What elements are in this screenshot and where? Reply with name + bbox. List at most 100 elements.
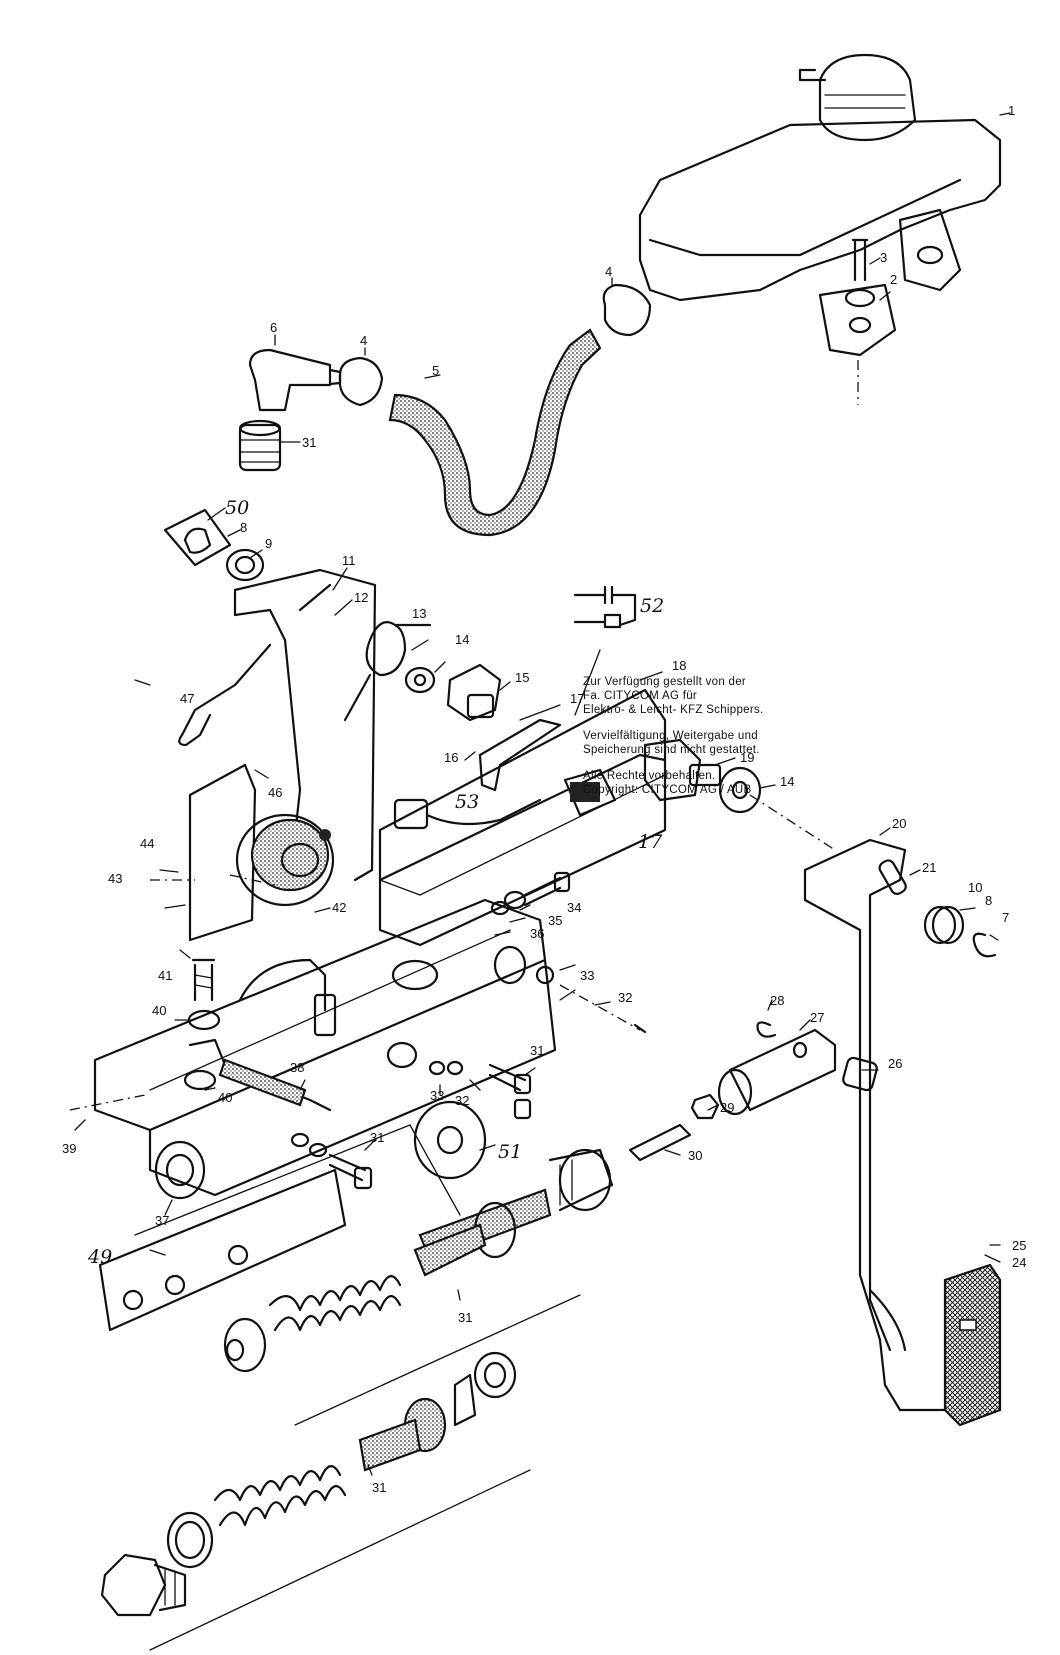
label-40-bottom: 40 [218,1090,232,1105]
label-14-top: 14 [455,632,469,647]
label-10: 10 [968,880,982,895]
label-44: 44 [140,836,154,851]
label-24: 24 [1012,1255,1026,1270]
label-34: 34 [567,900,581,915]
label-27: 27 [810,1010,824,1025]
elbow-fitting-6 [248,348,342,412]
label-30: 30 [688,1148,702,1163]
label-31-lower: 31 [370,1130,384,1145]
label-49: 49 [87,1246,112,1268]
label-31-middle: 31 [530,1043,544,1058]
label-51: 51 [498,1141,522,1163]
lever-16 [478,718,562,792]
label-53: 53 [455,791,479,813]
assembly-bracket-lower [149,1469,531,1651]
label-36: 36 [530,926,544,941]
label-46: 46 [268,785,282,800]
label-33-bottom: 33 [430,1088,444,1103]
label-32-bottom: 32 [455,1093,469,1108]
label-5: 5 [432,363,439,378]
label-18: 18 [672,658,686,673]
hose-clamp-4-right [602,283,652,337]
label-38: 38 [290,1060,304,1075]
label-39: 39 [62,1141,76,1156]
washer-51 [413,1100,487,1180]
label-29: 29 [720,1100,734,1115]
brake-fluid-reservoir [638,53,1002,405]
label-3: 3 [880,250,887,265]
pushrod-30 [628,1123,692,1162]
clip-7 [972,932,997,958]
capacitor-52 [573,585,637,629]
screw-31-middle [428,1060,532,1120]
notice-provided: Zur Verfügung gestellt von der Fa. CITYC… [583,676,764,716]
label-8-left: 8 [240,520,247,535]
label-4-left: 4 [360,333,367,348]
pin-21 [878,859,907,895]
label-47: 47 [180,691,194,706]
label-50: 50 [225,497,249,519]
washer-40-bottom [183,1069,217,1091]
frame-18 [378,688,667,947]
label-32-right: 32 [618,990,632,1005]
gasket-49 [98,1168,347,1332]
label-17-bottom: 17 [638,831,663,853]
assembly-bracket-upper [294,1294,581,1426]
label-31-assembly-lower: 31 [372,1480,386,1495]
label-8-right: 8 [985,893,992,908]
pedal-bracket-11 [233,568,377,882]
label-52: 52 [640,595,664,617]
notice-restriction: Vervielfältigung, Weitergabe und Speiche… [583,730,760,756]
switch-15 [446,663,502,722]
connector-53 [393,798,542,830]
label-31-assembly-upper: 31 [458,1310,472,1325]
washer-40-top [187,1009,221,1031]
label-43: 43 [108,871,122,886]
bolt-32-right [535,965,647,1034]
banjo-bolt-41 [191,958,216,1002]
bolt-3 [844,238,876,308]
bush-9 [225,548,265,582]
label-28: 28 [770,993,784,1008]
label-15: 15 [515,670,529,685]
axis-pedal-pivot [749,794,836,851]
switch-17-lower [563,768,617,817]
pressure-switch-19 [643,738,722,802]
label-16: 16 [444,750,458,765]
washer-14-right [718,766,762,814]
brake-pedal-20 [803,838,952,1412]
reservoir-hose [388,328,602,537]
piston-assembly-upper [223,1148,614,1373]
label-21: 21 [922,860,936,875]
piston-assembly-lower [166,1351,517,1569]
label-37: 37 [155,1213,169,1228]
plate-50 [163,508,232,567]
nut-29 [690,1093,720,1120]
label-11: 11 [342,553,356,568]
axis-left [150,874,276,886]
screw-31-lower [290,1132,373,1190]
label-31-top: 31 [302,435,316,450]
switch-46 [235,813,335,907]
clevis-27 [717,1028,837,1116]
assembly-bracket-gasket [134,1124,461,1236]
label-2: 2 [890,272,897,287]
label-14-right: 14 [780,774,794,789]
clevis-pin-26 [842,1056,878,1092]
label-41: 41 [158,968,172,983]
leader-lines [74,112,1011,1476]
label-25: 25 [1012,1238,1026,1253]
bush-10 [923,905,965,945]
spring-13 [343,621,432,722]
hose-clamp-4-left [338,356,384,407]
label-33-top: 33 [580,968,594,983]
label-19: 19 [740,750,754,765]
label-35: 35 [548,913,562,928]
grommet-31-top [238,419,282,472]
notice-copyright: Alle Rechte vorbehalten. Copyright: CITY… [583,770,752,796]
axis-bottom-left [69,1094,146,1111]
washer-14-top [404,666,436,694]
end-plug [100,1553,187,1617]
